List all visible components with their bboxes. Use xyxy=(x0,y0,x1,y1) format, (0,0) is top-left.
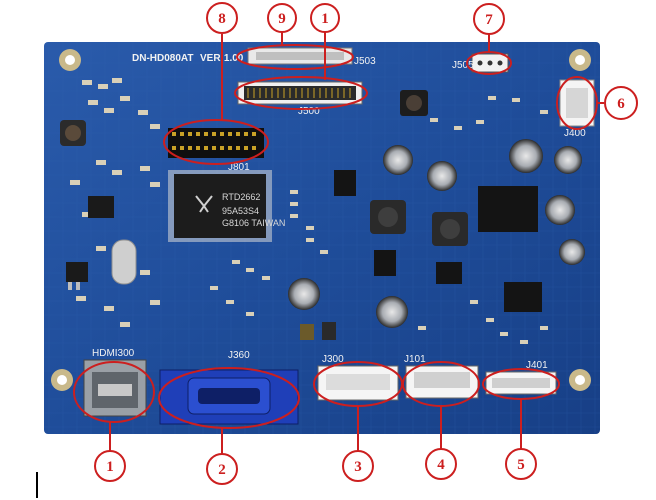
label-j101: J101 xyxy=(404,354,426,365)
ic-cluster-right xyxy=(300,170,542,340)
text-cursor xyxy=(36,472,38,498)
callout-9: 9 xyxy=(267,3,297,33)
ring-hdmi xyxy=(73,361,155,423)
ring-fpc-j503 xyxy=(236,44,354,70)
callout-5: 5 xyxy=(505,448,537,480)
callout-4: 4 xyxy=(425,448,457,480)
chip-logo xyxy=(195,195,213,213)
connector-j400 xyxy=(559,79,595,127)
label-j500: J500 xyxy=(298,106,320,117)
hdmi-port xyxy=(83,359,147,417)
power-inductor-l201 xyxy=(370,200,406,234)
svg-text:4: 4 xyxy=(437,457,445,473)
svg-text:8: 8 xyxy=(218,11,226,27)
connector-j101 xyxy=(405,365,479,399)
svg-text:3: 3 xyxy=(354,459,362,475)
label-j400: J400 xyxy=(564,128,586,139)
connector-j300 xyxy=(317,365,399,401)
label-j801: J801 xyxy=(228,162,250,173)
connector-j505 xyxy=(471,53,509,73)
label-hdmi: HDMI300 xyxy=(92,348,135,359)
callout-8: 8 xyxy=(206,2,238,34)
svg-text:7: 7 xyxy=(485,12,493,28)
lvds-connector-j500 xyxy=(237,81,363,105)
ring-vga xyxy=(158,367,300,429)
mounting-hole-tr xyxy=(569,49,591,71)
chip-line-1: RTD2662 xyxy=(222,192,260,202)
fpc-connector-j503 xyxy=(247,47,353,65)
mounting-hole-tl xyxy=(59,49,81,71)
connector-j401 xyxy=(485,371,557,395)
svg-text:9: 9 xyxy=(278,11,286,27)
ring-header-j801 xyxy=(163,119,269,165)
callout-1-bottom: 1 xyxy=(94,450,126,482)
pin-header-j801 xyxy=(168,128,264,158)
label-j300: J300 xyxy=(322,354,344,365)
power-inductor-l202 xyxy=(432,212,468,246)
model-label: DN-HD080AT xyxy=(132,53,194,64)
label-j401: J401 xyxy=(526,360,548,371)
smd-components-right xyxy=(210,96,548,344)
svg-text:6: 6 xyxy=(617,96,625,112)
electrolytic-capacitors xyxy=(288,139,585,328)
chip-line-3: G8106 TAIWAN xyxy=(222,218,285,228)
vga-port xyxy=(159,369,299,425)
smd-components-left xyxy=(70,78,160,327)
callout-6: 6 xyxy=(604,86,638,120)
label-j360: J360 xyxy=(228,350,250,361)
svg-text:1: 1 xyxy=(321,11,329,27)
callout-1-top: 1 xyxy=(310,3,340,33)
inductor-left xyxy=(60,120,86,146)
callout-2: 2 xyxy=(206,453,238,485)
chip-line-2: 95A53S4 xyxy=(222,206,259,216)
regulator-ic-left xyxy=(66,196,114,290)
svg-text:5: 5 xyxy=(517,457,525,473)
ring-lvds-j500 xyxy=(234,76,368,110)
callout-7: 7 xyxy=(473,3,505,35)
callout-3: 3 xyxy=(342,450,374,482)
inductor-center-top xyxy=(400,90,428,116)
svg-text:1: 1 xyxy=(106,459,114,475)
svg-text:2: 2 xyxy=(218,462,226,478)
crystal-oscillator xyxy=(111,239,137,285)
callout-markings xyxy=(73,32,604,454)
scaler-chip: RTD2662 95A53S4 G8106 TAIWAN xyxy=(168,170,285,242)
label-j503: J503 xyxy=(354,56,376,67)
label-j505: J505 xyxy=(452,60,474,71)
mounting-hole-bl xyxy=(51,369,73,391)
mounting-hole-br xyxy=(569,369,591,391)
